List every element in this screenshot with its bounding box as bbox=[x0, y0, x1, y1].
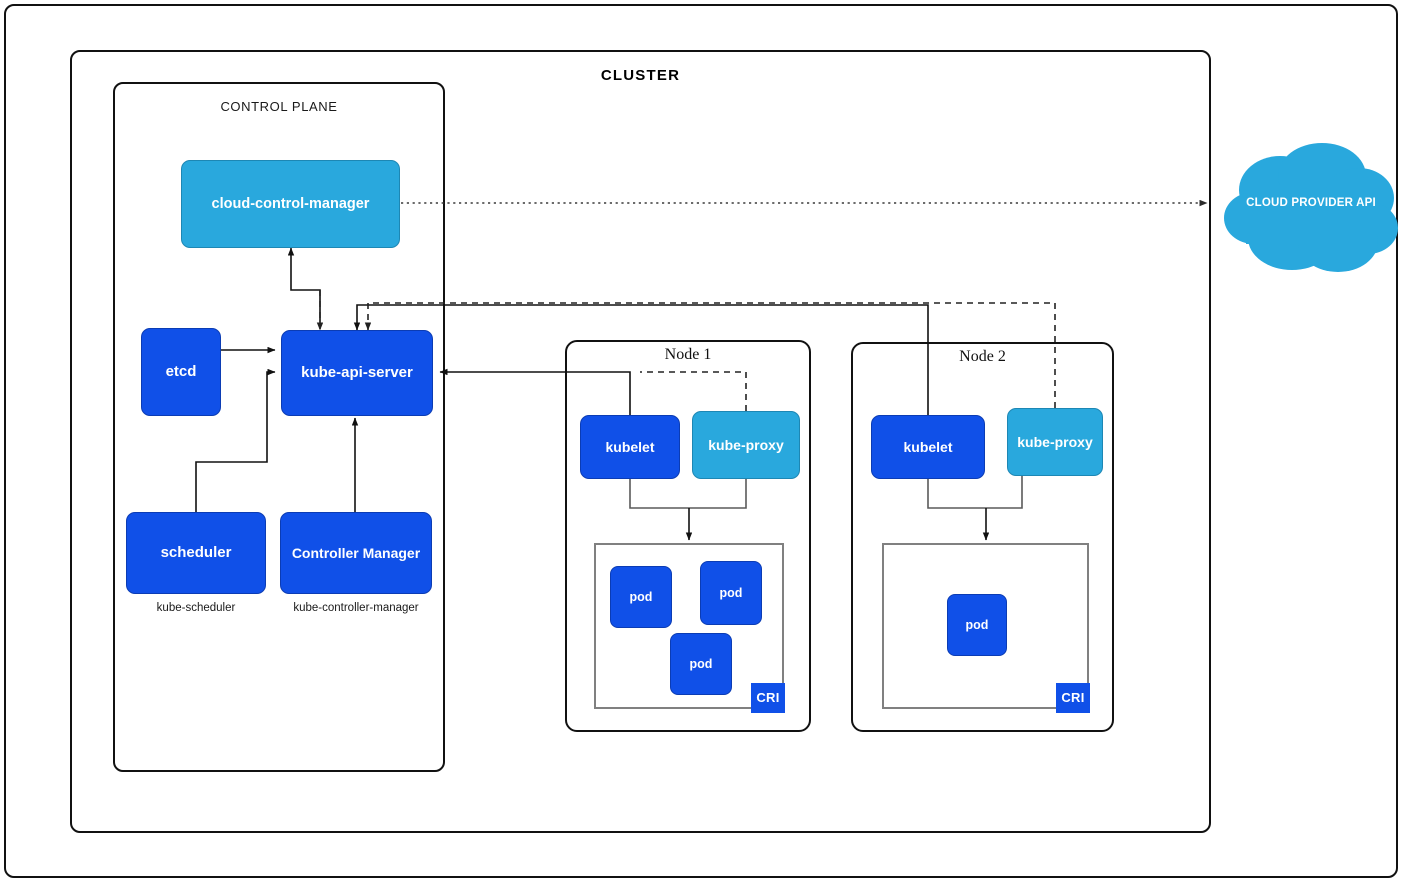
scheduler-caption: kube-scheduler bbox=[156, 602, 236, 614]
node-1-pod-1[interactable]: pod bbox=[610, 566, 672, 628]
node-1-kubelet-box[interactable]: kubelet bbox=[580, 415, 680, 479]
cloud-icon bbox=[1224, 143, 1398, 272]
node-2-title: Node 2 bbox=[959, 348, 1006, 365]
node-2-cri-frame bbox=[882, 543, 1089, 709]
node-1-cri-frame bbox=[594, 543, 784, 709]
cluster-title: CLUSTER bbox=[600, 67, 681, 84]
cluster-frame bbox=[70, 50, 1211, 833]
node-2-kube-proxy-box[interactable]: kube-proxy bbox=[1007, 408, 1103, 476]
node-2-cri-badge: CRI bbox=[1056, 683, 1090, 713]
node-2-pod-1[interactable]: pod bbox=[947, 594, 1007, 656]
control-plane-frame bbox=[113, 82, 445, 772]
controller-manager-caption: kube-controller-manager bbox=[293, 602, 419, 614]
node-1-cri-badge: CRI bbox=[751, 683, 785, 713]
outer-window-frame bbox=[4, 4, 1398, 878]
cloud-provider-api-shape: CLOUD PROVIDER API bbox=[1222, 132, 1400, 280]
node-1-kube-proxy-box[interactable]: kube-proxy bbox=[692, 411, 800, 479]
node-1-title: Node 1 bbox=[664, 346, 712, 363]
control-plane-title: CONTROL PLANE bbox=[220, 99, 338, 114]
node-1-pod-3[interactable]: pod bbox=[670, 633, 732, 695]
controller-manager-box[interactable]: Controller Manager bbox=[280, 512, 432, 594]
node-1-pod-2[interactable]: pod bbox=[700, 561, 762, 625]
node-2-kubelet-box[interactable]: kubelet bbox=[871, 415, 985, 479]
cloud-provider-api-label: CLOUD PROVIDER API bbox=[1246, 197, 1376, 209]
cloud-control-manager-box[interactable]: cloud-control-manager bbox=[181, 160, 400, 248]
kube-api-server-box[interactable]: kube-api-server bbox=[281, 330, 433, 416]
etcd-box[interactable]: etcd bbox=[141, 328, 221, 416]
scheduler-box[interactable]: scheduler bbox=[126, 512, 266, 594]
